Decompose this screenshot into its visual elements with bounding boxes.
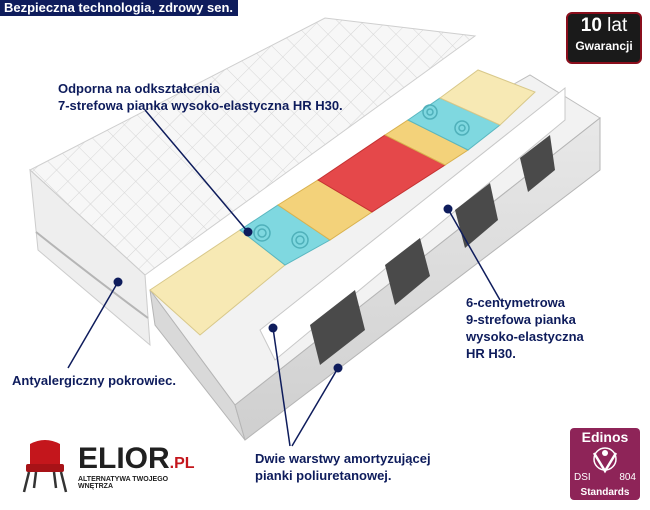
guarantee-badge: 10 lat Gwarancji: [566, 12, 642, 64]
guarantee-years: 10 lat: [580, 15, 628, 36]
label-9zone-foam-line4: HR H30.: [466, 346, 516, 361]
label-9zone-foam-line1: 6-centymetrowa: [466, 295, 565, 310]
edinos-number: 804: [619, 472, 636, 483]
label-7zone-foam-line2: 7-strefowa pianka wysoko-elastyczna HR H…: [58, 98, 343, 113]
cover-front: [29, 168, 151, 347]
label-layers-line1: Dwie warstwy amortyzującej: [255, 451, 431, 466]
elior-logo: ELIOR.PL ALTERNATYWA TWOJEGO WNĘTRZA: [20, 438, 200, 494]
foam7-circles: [253, 104, 470, 249]
edinos-standards: Standards: [580, 487, 630, 498]
leader-lines: [67, 109, 501, 447]
edinos-v-icon: [592, 447, 618, 474]
edinos-certificate-badge: Edinos DSI 804 Standards: [570, 428, 640, 500]
label-7zone-foam: Odporna na odkształcenia 7-strefowa pian…: [58, 80, 343, 114]
label-layers: Dwie warstwy amortyzującej pianki poliur…: [255, 450, 431, 484]
label-7zone-foam-line1: Odporna na odkształcenia: [58, 81, 220, 96]
guarantee-label: Gwarancji: [575, 39, 633, 53]
label-layers-line2: pianki poliuretanowej.: [255, 468, 392, 483]
label-9zone-foam: 6-centymetrowa 9-strefowa pianka wysoko-…: [466, 294, 584, 362]
label-9zone-foam-line3: wysoko-elastyczna: [466, 329, 584, 344]
foam7-zone-cream-right: [439, 69, 536, 126]
label-9zone-foam-line2: 9-strefowa pianka: [466, 312, 576, 327]
edinos-dsi: DSI: [574, 472, 591, 483]
leader-dots: [113, 204, 453, 373]
edinos-title: Edinos: [581, 429, 629, 445]
foam9-side: [259, 86, 566, 361]
tagline-banner: Bezpieczna technologia, zdrowy sen.: [0, 0, 238, 16]
label-cover: Antyalergiczny pokrowiec.: [12, 373, 176, 388]
logo-tagline: ALTERNATYWA TWOJEGO WNĘTRZA: [78, 476, 169, 490]
chair-icon: [22, 440, 68, 493]
foam9-zone-blocks: [310, 135, 555, 365]
logo-wordmark: ELIOR.PL: [78, 442, 195, 475]
cover-zipper: [35, 231, 149, 319]
